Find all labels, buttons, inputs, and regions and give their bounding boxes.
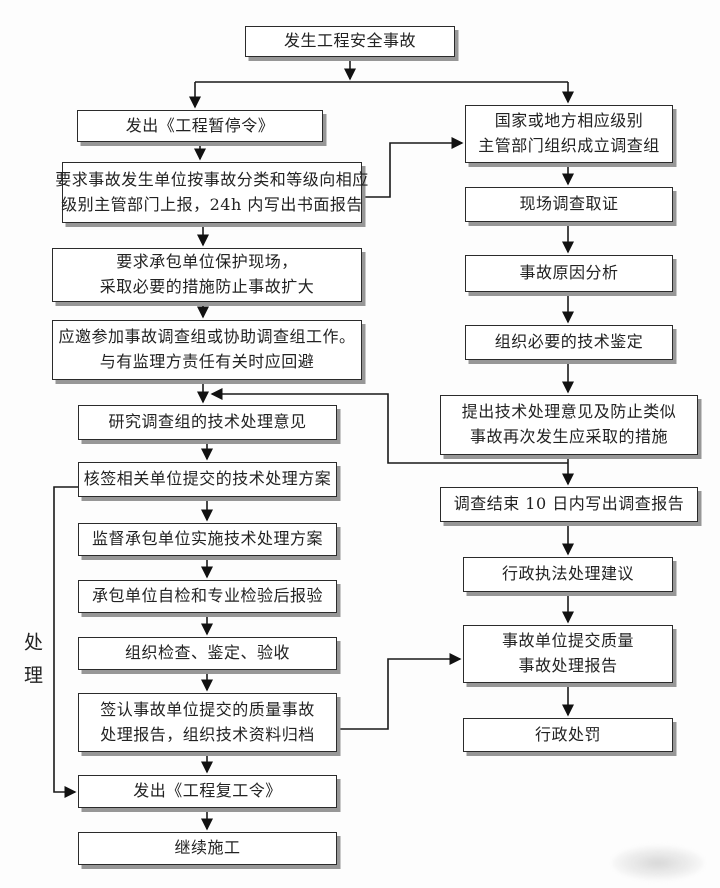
side-label-handling: 处理 xyxy=(21,632,43,698)
node-submit-quality-report: 事故单位提交质量 事故处理报告 xyxy=(463,625,673,683)
node-text: 发出《工程复工令》 xyxy=(133,781,282,801)
node-text: 级别主管部门上报，24h 内写出书面报告 xyxy=(61,194,363,214)
node-text: 主管部门组织成立调查组 xyxy=(478,136,660,155)
node-text: 应邀参加事故调查组或协助调查组工作。 xyxy=(58,327,356,347)
node-setup-investigation-team: 国家或地方相应级别 主管部门组织成立调查组 xyxy=(465,105,673,163)
node-text: 行政执法处理建议 xyxy=(501,564,634,584)
node-supervise-implementation: 监督承包单位实施技术处理方案 xyxy=(78,523,337,556)
node-start: 发生工程安全事故 xyxy=(245,26,455,57)
node-text: 行政处罚 xyxy=(534,724,601,744)
node-report-24h: 要求事故发生单位按事故分类和等级向相应 级别主管部门上报，24h 内写出书面报告 xyxy=(55,162,368,223)
node-administrative-penalty: 行政处罚 xyxy=(463,718,673,752)
node-text: 承包单位自检和专业检验后报验 xyxy=(91,586,323,606)
connector-report24h-to-team xyxy=(362,137,464,198)
node-text: 监督承包单位实施技术处理方案 xyxy=(91,529,323,549)
node-text: 要求承包单位保护现场， xyxy=(116,252,298,272)
node-technical-appraisal: 组织必要的技术鉴定 xyxy=(465,325,673,360)
connector-countersign-to-resume xyxy=(53,486,78,798)
node-text: 发出《工程暂停令》 xyxy=(125,115,275,135)
node-site-evidence: 现场调查取证 xyxy=(465,187,673,222)
node-text: 签认事故单位提交的质量事故 xyxy=(100,699,315,719)
node-join-investigation: 应邀参加事故调查组或协助调查组工作。 与有监理方责任有关时应回避 xyxy=(52,320,362,380)
node-text: 组织必要的技术鉴定 xyxy=(494,332,644,352)
node-continue-construction: 继续施工 xyxy=(78,832,337,865)
node-study-opinions: 研究调查组的技术处理意见 xyxy=(78,405,337,440)
node-investigation-report-10d: 调查结束 10 日内写出调查报告 xyxy=(440,487,698,522)
node-text: 提出技术处理意见及防止类似 xyxy=(461,402,677,422)
node-text: 国家或地方相应级别 xyxy=(494,111,644,131)
node-organize-inspection: 组织检查、鉴定、验收 xyxy=(78,637,337,670)
node-countersign-plan: 核签相关单位提交的技术处理方案 xyxy=(78,462,337,497)
node-text: 要求事故发生单位按事故分类和等级向相应 xyxy=(55,169,369,189)
node-resume-order: 发出《工程复工令》 xyxy=(78,775,337,808)
node-text: 调查结束 10 日内写出调查报告 xyxy=(453,494,685,514)
node-text: 研究调查组的技术处理意见 xyxy=(108,412,307,432)
node-text: 与有监理方责任有关时应回避 xyxy=(99,352,315,371)
node-text: 发生工程安全事故 xyxy=(283,31,416,51)
node-cause-analysis: 事故原因分析 xyxy=(465,255,673,292)
node-enforcement-suggestion: 行政执法处理建议 xyxy=(463,557,673,592)
node-text: 事故单位提交质量 xyxy=(501,631,634,651)
node-text: 事故再次发生应采取的措施 xyxy=(469,427,668,446)
node-protect-site: 要求承包单位保护现场， 采取必要的措施防止事故扩大 xyxy=(52,248,362,302)
node-text: 继续施工 xyxy=(174,838,241,858)
node-text: 组织检查、鉴定、验收 xyxy=(124,643,290,663)
connector-sign-to-submit xyxy=(337,653,462,730)
node-contractor-selfcheck: 承包单位自检和专业检验后报验 xyxy=(78,580,337,613)
node-text: 事故原因分析 xyxy=(519,263,619,283)
watermark-smudge xyxy=(612,846,704,880)
node-propose-measures: 提出技术处理意见及防止类似 事故再次发生应采取的措施 xyxy=(440,395,698,455)
node-text: 处理报告，组织技术资料归档 xyxy=(100,724,315,744)
node-text: 现场调查取证 xyxy=(519,194,619,214)
node-text: 采取必要的措施防止事故扩大 xyxy=(99,277,315,296)
node-text: 事故处理报告 xyxy=(518,656,618,675)
node-suspend-order: 发出《工程暂停令》 xyxy=(77,110,323,142)
node-sign-report-archive: 签认事故单位提交的质量事故 处理报告，组织技术资料归档 xyxy=(78,693,337,752)
node-text: 核签相关单位提交的技术处理方案 xyxy=(83,469,332,489)
